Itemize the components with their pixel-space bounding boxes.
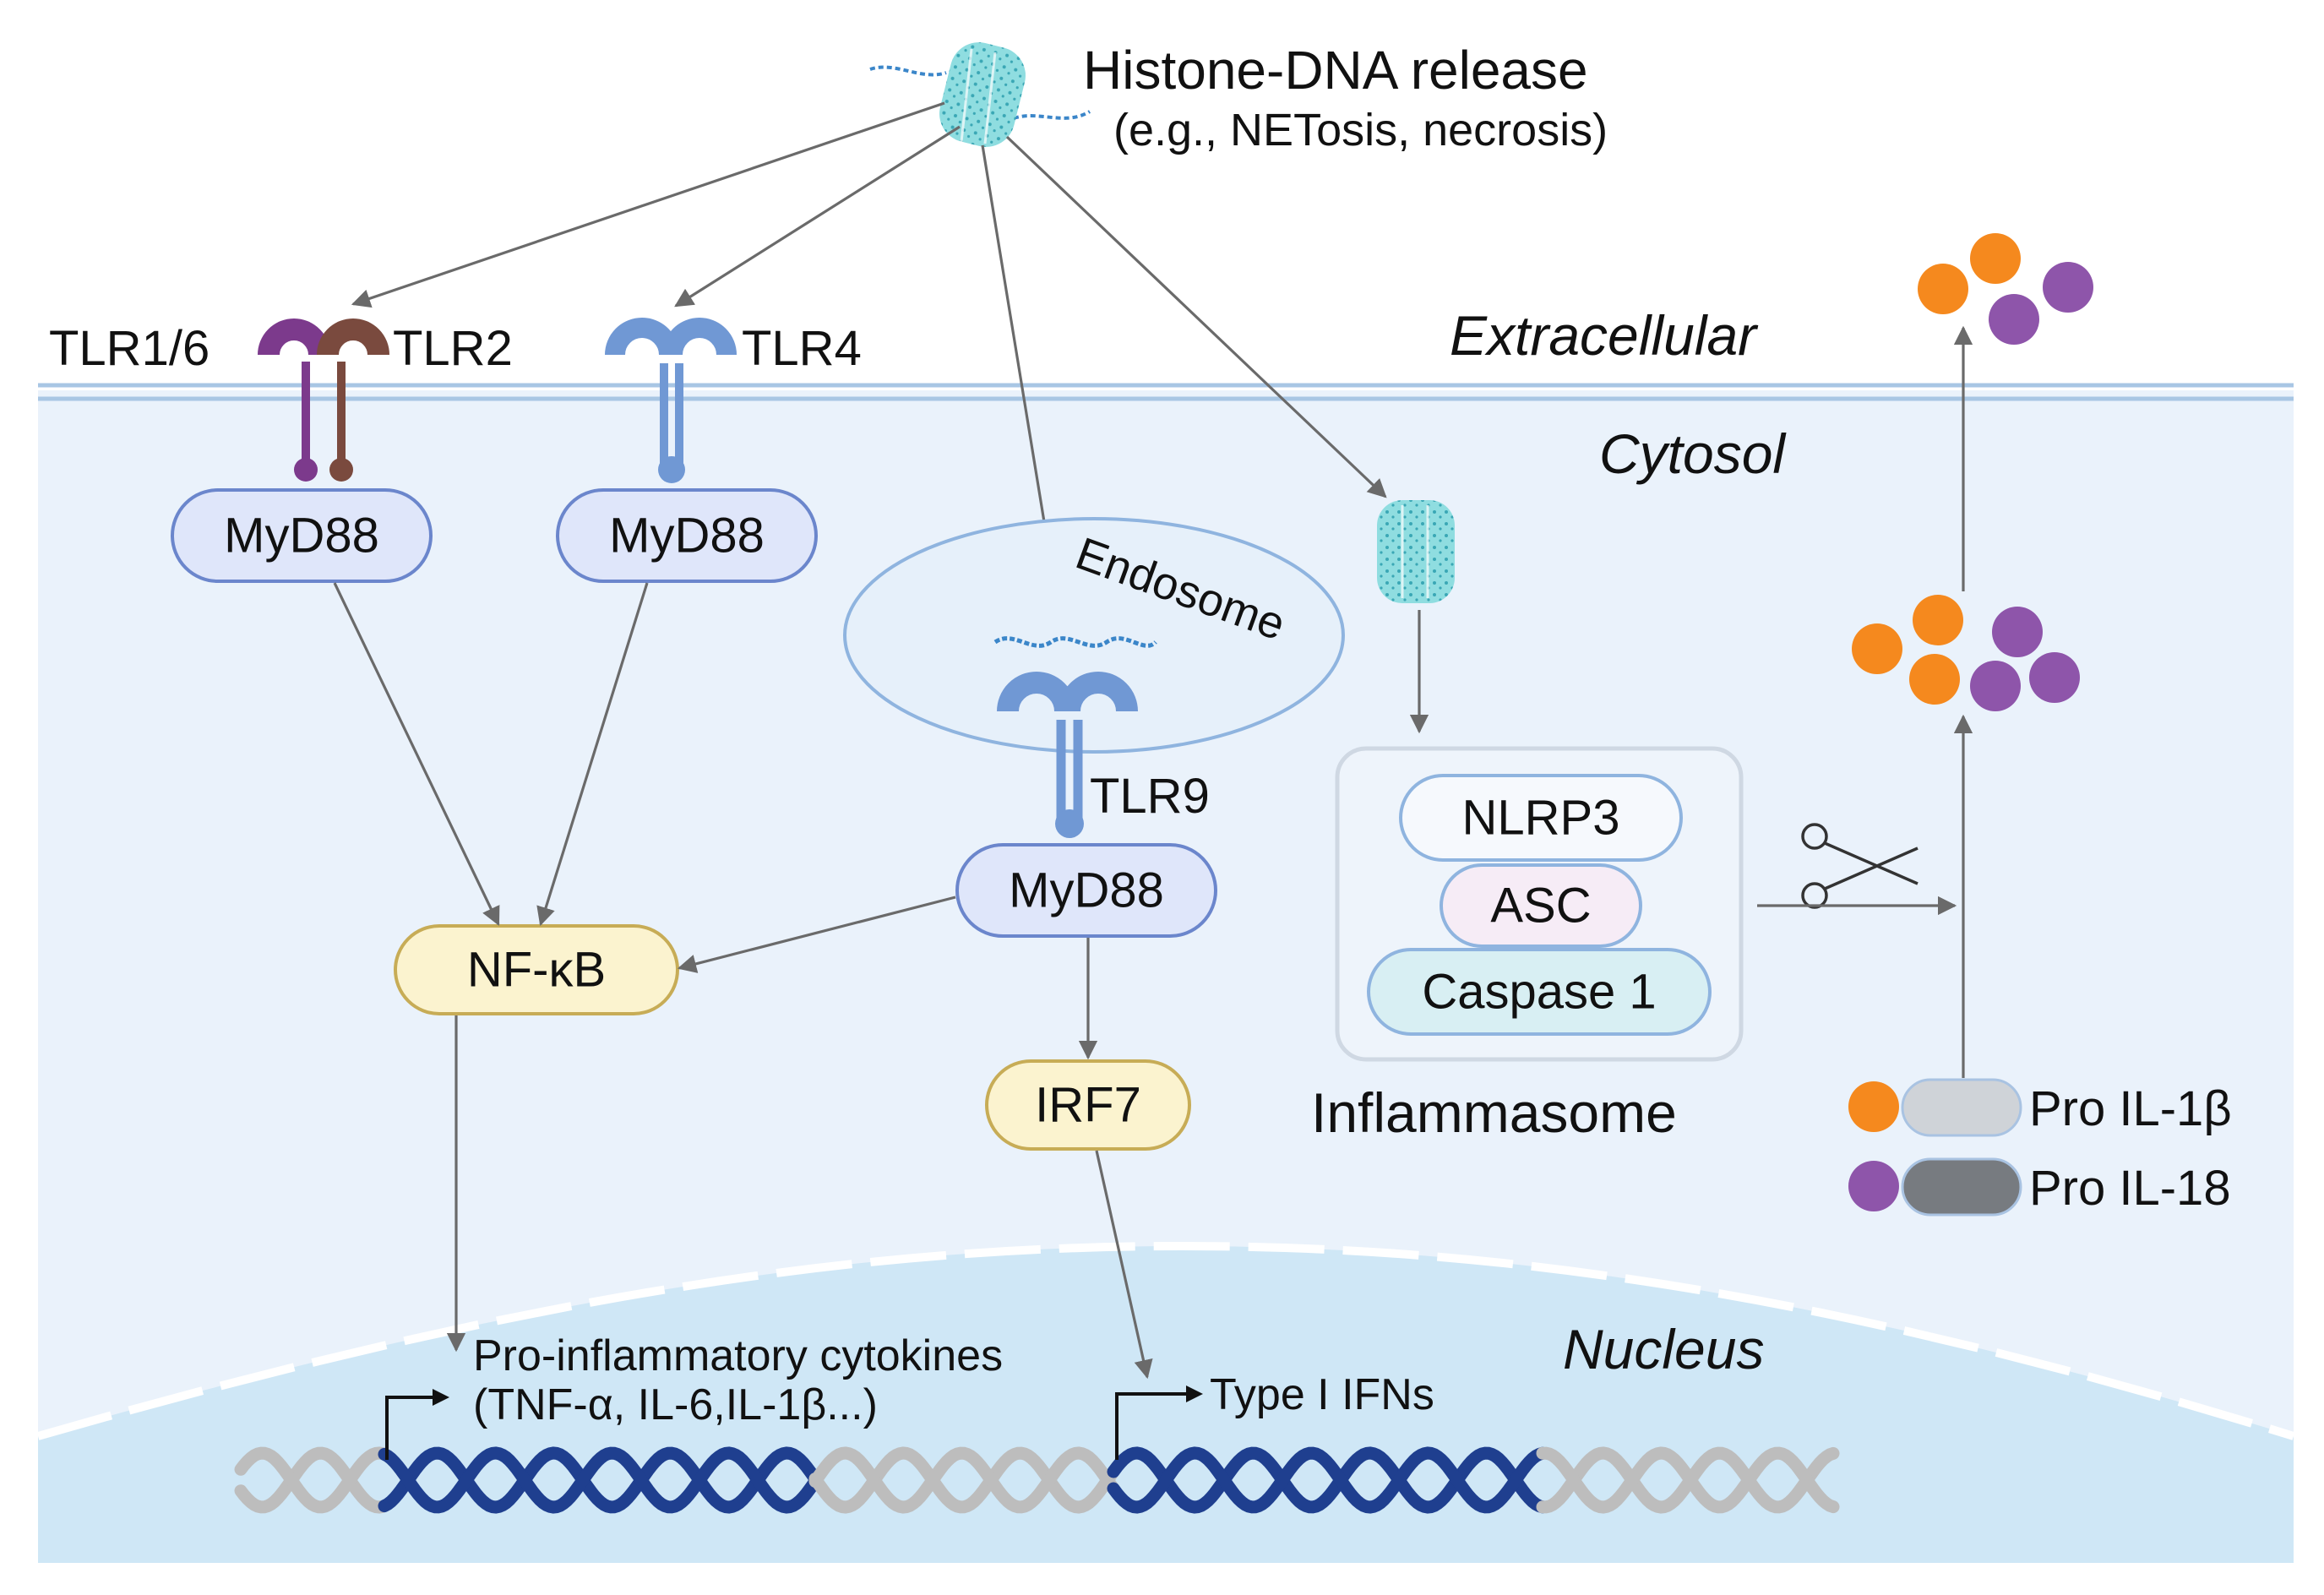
type1-ifn-genes: Type I IFNs xyxy=(1210,1370,1434,1419)
tlr9-label: TLR9 xyxy=(1090,769,1210,824)
pro-il18-label: Pro IL-18 xyxy=(2029,1161,2231,1216)
pro-il1b-label: Pro IL-1β xyxy=(2029,1081,2232,1136)
nfkb-label: NF-κB xyxy=(467,943,606,998)
proinflammatory-genes-line1: Pro-inflammatory cytokines xyxy=(473,1331,1003,1380)
secreted-cytokines xyxy=(1918,233,2093,345)
caspase1-label: Caspase 1 xyxy=(1422,965,1656,1020)
irf7-label: IRF7 xyxy=(1035,1078,1141,1133)
dna-strand xyxy=(234,1446,389,1514)
edge-myd88-2-to-nfkb xyxy=(536,582,649,927)
tlr1-6-receptor-icon xyxy=(258,318,330,482)
dna-strand xyxy=(378,1446,820,1514)
tlr4-label: TLR4 xyxy=(742,321,862,376)
promoter-arrow-proinflammatory xyxy=(385,1389,449,1460)
irf7-node: IRF7 xyxy=(985,1059,1191,1151)
nucleus-label: Nucleus xyxy=(1563,1318,1764,1380)
dna-strand xyxy=(808,1446,1119,1514)
endosome: Endosome xyxy=(843,517,1345,754)
promoter-arrow-type1-ifn xyxy=(1115,1385,1203,1460)
edge-irf7-to-gene xyxy=(1095,1150,1153,1380)
nlrp3-label: NLRP3 xyxy=(1462,791,1620,846)
myd88-label: MyD88 xyxy=(224,509,379,563)
nfkb-node: NF-κB xyxy=(394,924,679,1015)
plasma-membrane xyxy=(38,383,2294,401)
tlr2-receptor-icon xyxy=(317,318,389,482)
dna-strand xyxy=(1107,1446,1549,1514)
dna-strand xyxy=(234,1446,389,1514)
scissors-icon xyxy=(1801,823,1919,909)
tlr9-receptor-icon xyxy=(997,672,1138,838)
nucleus-region xyxy=(36,1241,2295,1563)
dna-helix xyxy=(234,1446,1840,1514)
asc-label: ASC xyxy=(1490,879,1591,934)
source-subtitle: (e.g., NETosis, necrosis) xyxy=(1113,105,1608,155)
edge-source-to-tlr4 xyxy=(674,125,961,308)
edge-myd88-1-to-nfkb xyxy=(333,582,500,927)
source-title: Histone-DNA release xyxy=(1083,40,1588,101)
edge-source-to-tlr2 xyxy=(351,101,945,308)
myd88-label: MyD88 xyxy=(609,509,765,563)
tlr2-label: TLR2 xyxy=(393,321,513,376)
edge-source-to-cytosolic-histone xyxy=(1005,135,1387,498)
myd88-node-2: MyD88 xyxy=(556,488,818,583)
myd88-node-3: MyD88 xyxy=(955,843,1217,938)
proinflammatory-genes-line2: (TNF-α, IL-6,IL-1β...) xyxy=(473,1380,878,1429)
edge-myd88-3-to-nfkb xyxy=(677,895,956,973)
pro-il1b-icon xyxy=(1848,1078,2022,1137)
inflammasome-label: Inflammasome xyxy=(1311,1081,1677,1144)
endosomal-dna-icon xyxy=(993,636,1157,648)
myd88-node-1: MyD88 xyxy=(171,488,433,583)
pro-il18-icon xyxy=(1848,1157,2022,1217)
dna-strand xyxy=(378,1446,820,1514)
dna-strand xyxy=(1536,1446,1840,1514)
dna-strand xyxy=(808,1446,1119,1514)
tlr4-receptor-icon xyxy=(605,318,737,483)
inflammasome-complex: NLRP3 ASC Caspase 1 xyxy=(1335,746,1744,1062)
cytosol-label: Cytosol xyxy=(1599,422,1787,485)
histone-dna-icon xyxy=(869,42,1091,147)
myd88-label: MyD88 xyxy=(1009,863,1164,918)
cytosolic-histone-icon xyxy=(1377,500,1455,603)
mature-cytokines-cytosol xyxy=(1852,595,2080,711)
tlr1-6-label: TLR1/6 xyxy=(49,321,210,376)
extracellular-label: Extracellular xyxy=(1450,304,1759,367)
dna-strand xyxy=(1107,1446,1549,1514)
